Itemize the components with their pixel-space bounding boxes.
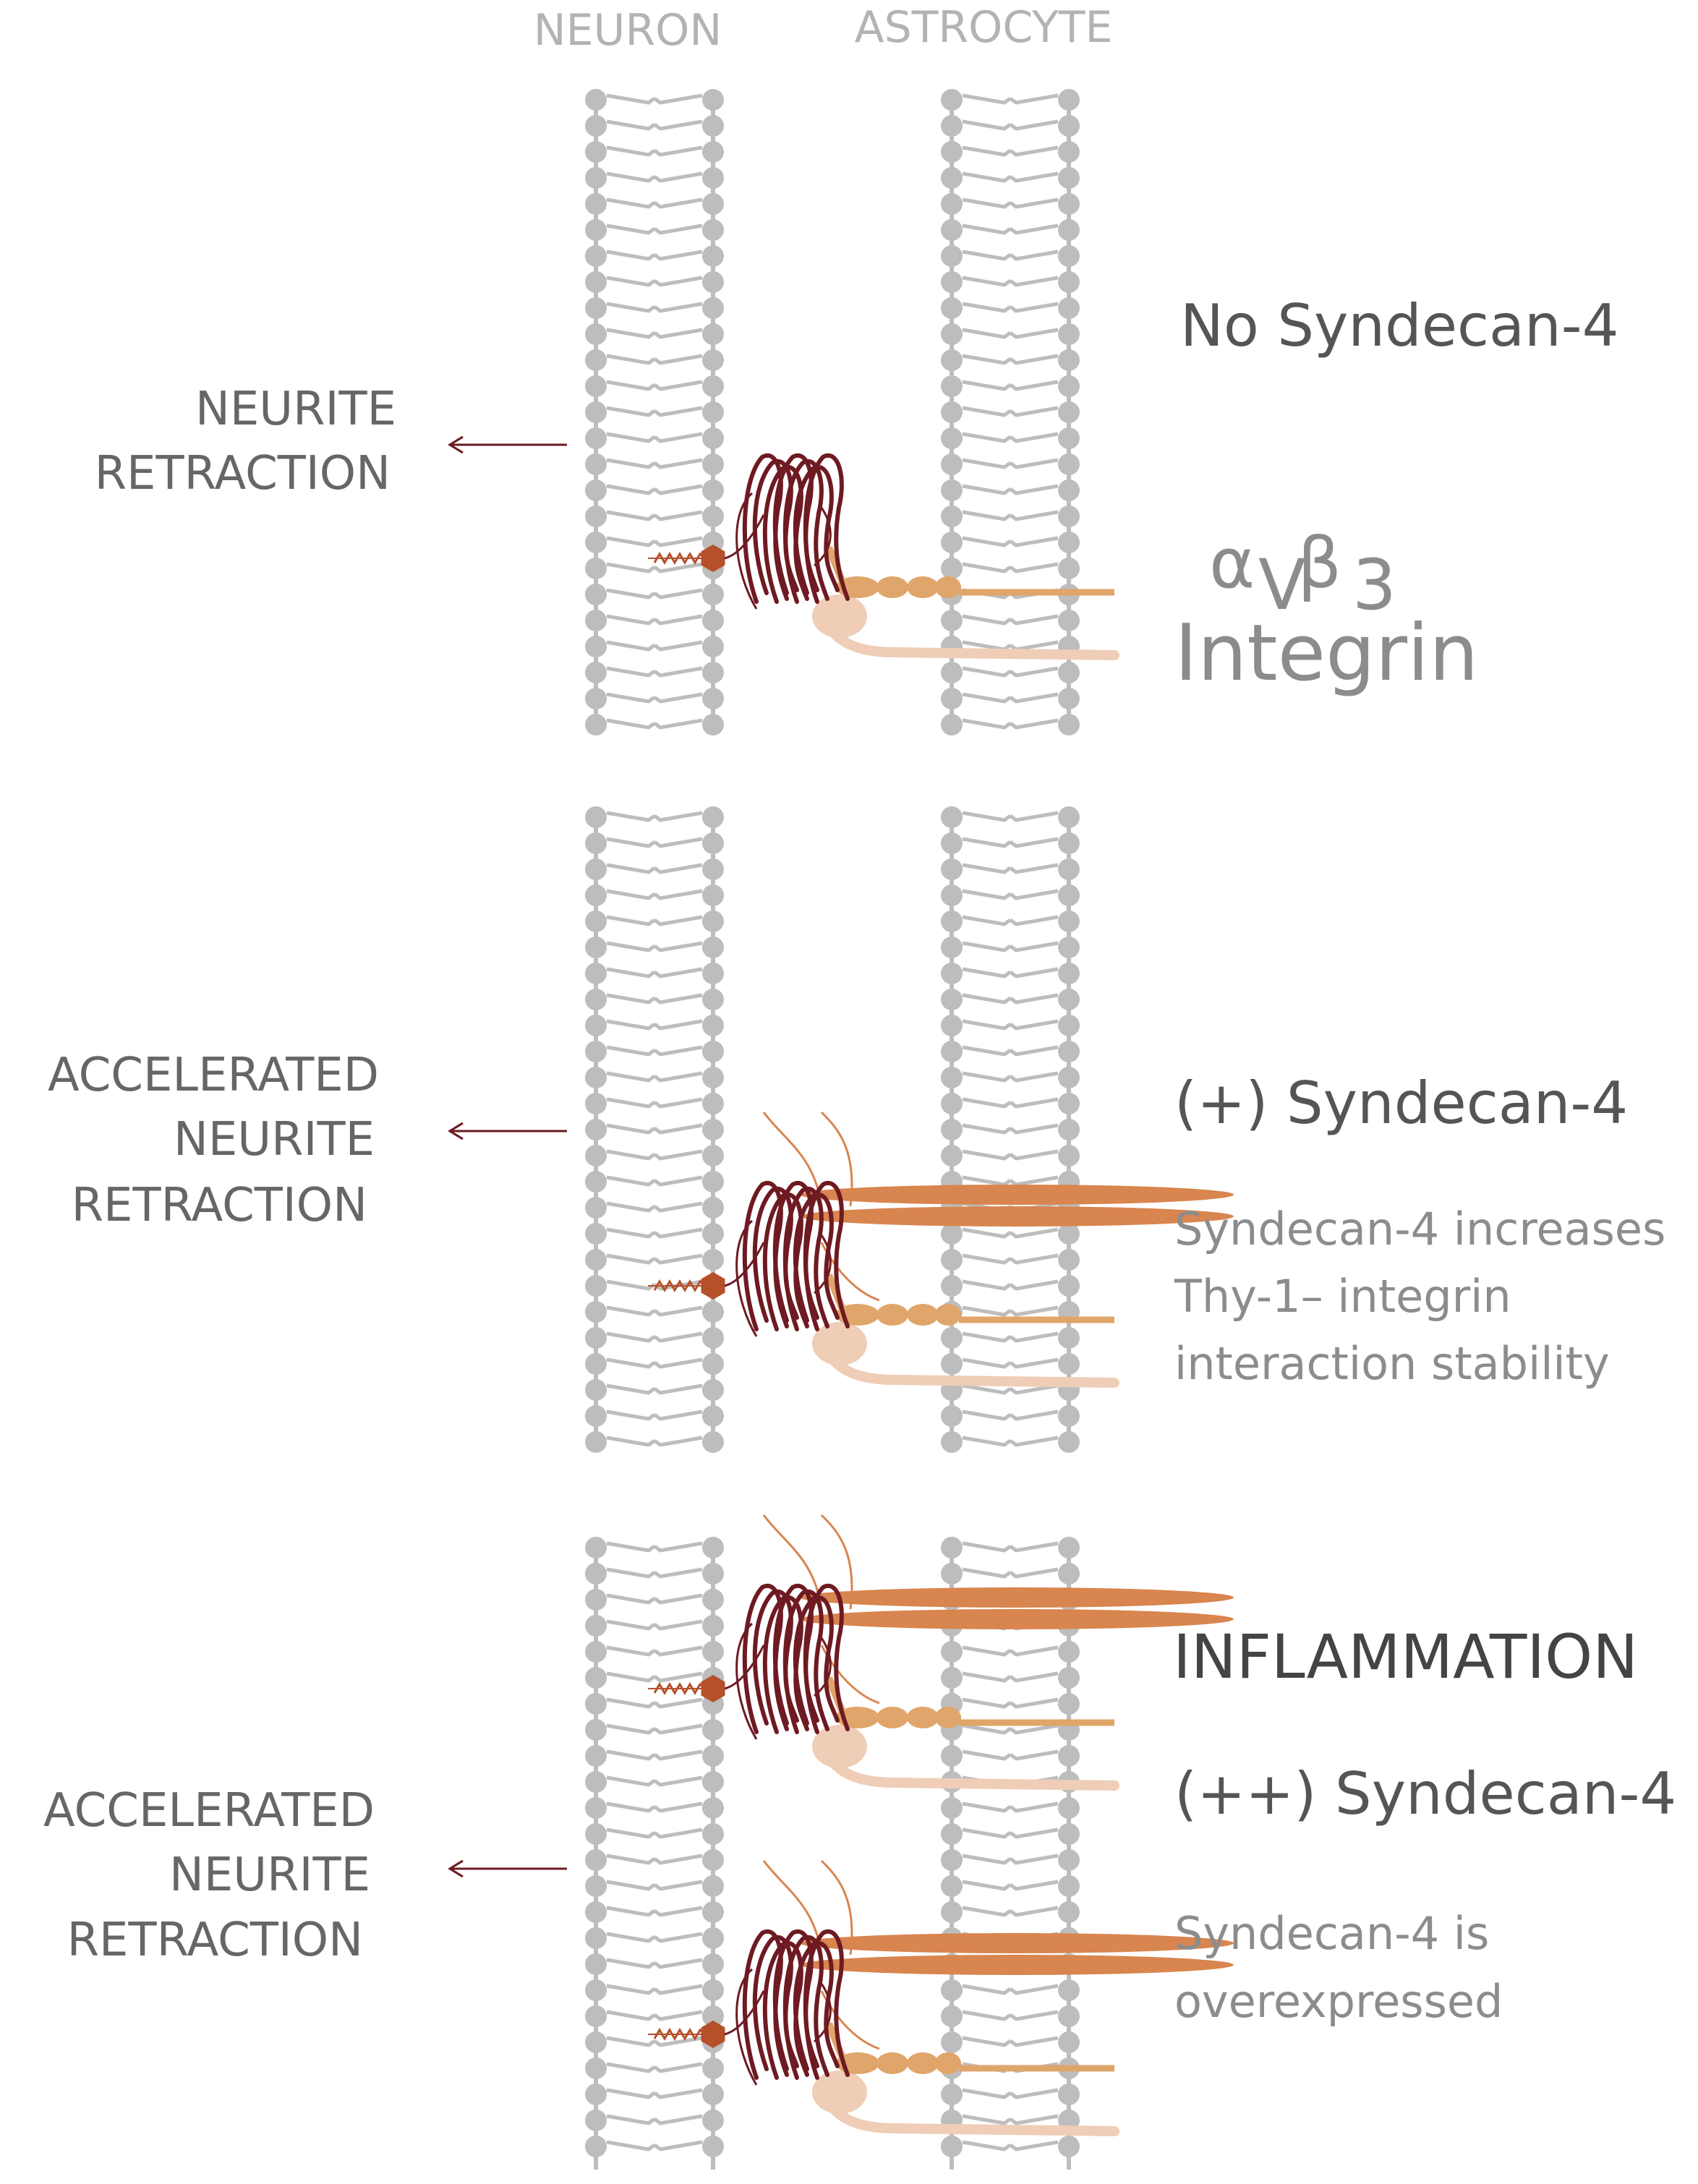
gpi-tail: [653, 2028, 706, 2041]
integrin-alpha-chain: [812, 2070, 1119, 2136]
panel3-left-line-2: NEURITE: [169, 1848, 370, 1902]
panel3-condition: INFLAMMATION: [1173, 1621, 1638, 1692]
gpi-anchor: [701, 1272, 725, 1300]
integrin-v-subscript: V: [1258, 545, 1306, 626]
panel1-left-line-1: NEURITE: [195, 383, 396, 436]
integrin-3-subscript: 3: [1352, 545, 1396, 626]
panel2-left-label: ACCELERATED NEURITE RETRACTION: [48, 1049, 379, 1232]
gpi-anchor: [701, 2021, 725, 2048]
thy-1: [724, 1929, 850, 2086]
complex-panel3-lower: [648, 1859, 1234, 2136]
panel2-desc-line-2: Thy-1– integrin: [1174, 1270, 1511, 1323]
panel2-arrow: [448, 1122, 567, 1140]
integrin-label: α V β 3 Integrin: [1174, 523, 1479, 699]
syndecan-4: [762, 1859, 1234, 2050]
panel3-title: (++) Syndecan-4: [1174, 1760, 1676, 1827]
panel1-left-label: NEURITE RETRACTION: [95, 383, 396, 500]
membranes: [585, 89, 1080, 2170]
integrin-alpha-chain: [812, 1725, 1119, 1791]
neuron-membrane-3: [585, 1537, 724, 2170]
syndecan-4: [762, 1111, 1234, 1302]
integrin-alpha-chain: [812, 594, 1119, 660]
panel3-desc-line-1: Syndecan-4 is: [1174, 1907, 1489, 1960]
panel1-left-line-2: RETRACTION: [95, 447, 391, 500]
integrin-alpha-chain: [812, 1322, 1119, 1388]
panel3-left-line-3: RETRACTION: [67, 1914, 363, 1967]
gpi-anchor: [701, 545, 725, 572]
complex-panel1: [648, 453, 1119, 660]
integrin-beta-chain: [825, 1274, 1114, 1326]
astrocyte-membrane-2: [941, 806, 1080, 1453]
astrocyte-membrane-3: [941, 1537, 1080, 2170]
astrocyte-membrane-1: [941, 89, 1080, 735]
syndecan-4: [762, 1514, 1234, 1705]
neuron-membrane-2: [585, 806, 724, 1453]
panel2-desc-line-3: interaction stability: [1174, 1337, 1610, 1390]
integrin-alpha-symbol: α: [1209, 523, 1255, 604]
integrin-beta-symbol: β: [1297, 523, 1341, 604]
neuron-membrane-1: [585, 89, 724, 735]
thy-1: [724, 453, 850, 610]
panel3-left-line-1: ACCELERATED: [43, 1784, 375, 1838]
thy-1: [724, 1181, 850, 1337]
gpi-anchor: [701, 1675, 725, 1702]
molecular-complexes: [648, 453, 1234, 2136]
integrin-word: Integrin: [1174, 608, 1479, 699]
panel2-left-line-1: ACCELERATED: [48, 1049, 379, 1102]
panel3-desc-line-2: overexpressed: [1174, 1975, 1503, 2028]
panel3-left-label: ACCELERATED NEURITE RETRACTION: [43, 1784, 375, 1967]
complex-panel2: [648, 1111, 1234, 1388]
complex-panel3-upper: [648, 1514, 1234, 1791]
gpi-tail: [653, 552, 706, 565]
panel2-left-line-3: RETRACTION: [72, 1179, 367, 1232]
panel2-desc-line-1: Syndecan-4 increases: [1174, 1203, 1665, 1255]
panel2-left-line-2: NEURITE: [174, 1113, 375, 1166]
gpi-tail: [653, 1279, 706, 1292]
neuron-header: NEURON: [534, 5, 722, 56]
panel3-arrow: [448, 1859, 567, 1878]
panel2-title: (+) Syndecan-4: [1174, 1070, 1628, 1137]
gpi-tail: [653, 1682, 706, 1695]
panel1-title: No Syndecan-4: [1180, 292, 1619, 359]
astrocyte-header: ASTROCYTE: [855, 2, 1113, 53]
thy-1: [724, 1584, 850, 1740]
panel1-arrow: [448, 435, 567, 454]
